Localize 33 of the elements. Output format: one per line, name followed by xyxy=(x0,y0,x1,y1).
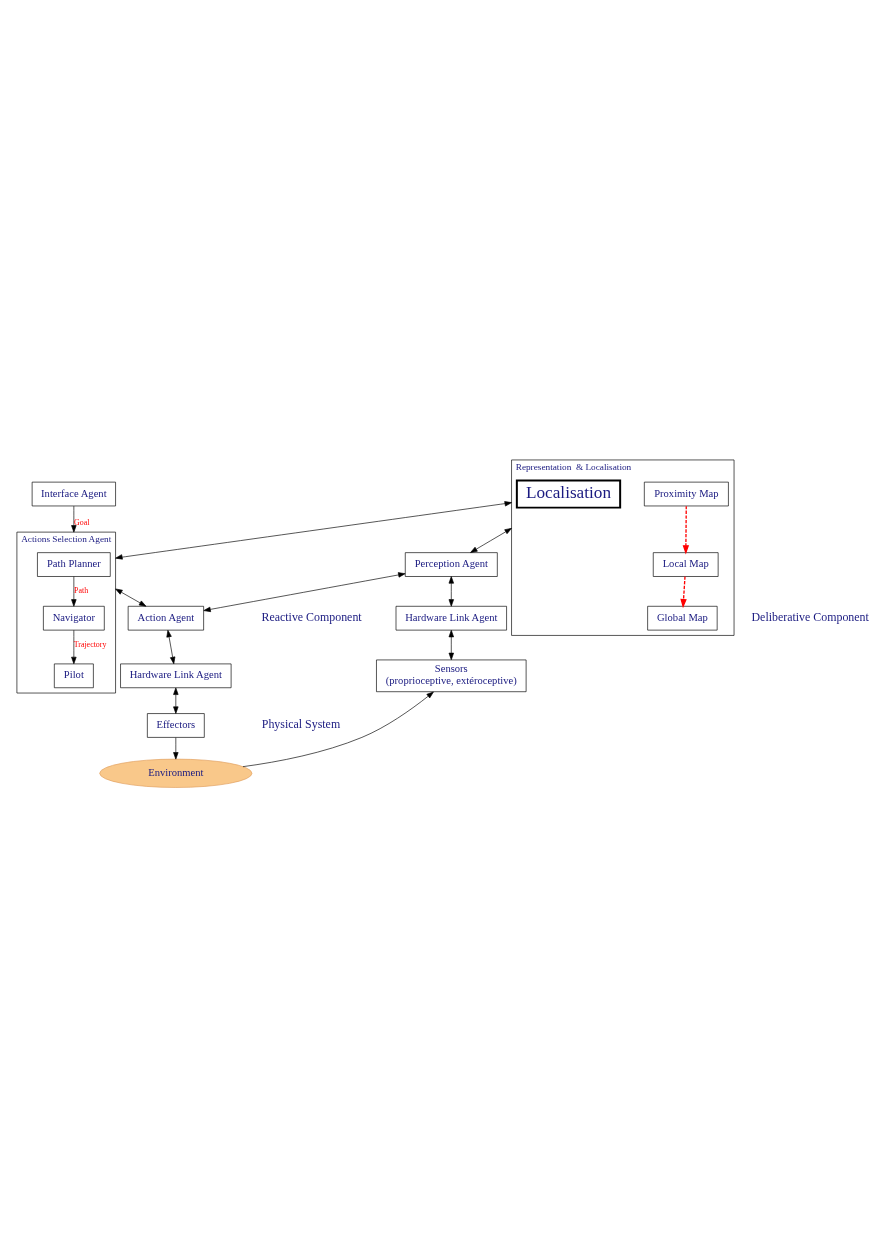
label: Deliberative Component xyxy=(751,609,869,624)
arrow xyxy=(166,629,176,664)
arrow xyxy=(71,575,77,607)
arrow xyxy=(71,505,77,532)
node-box: Hardware Link Agent xyxy=(120,663,232,688)
node-box: Action Agent xyxy=(127,605,204,630)
node-box: Effectors xyxy=(147,712,205,738)
arrow xyxy=(115,588,147,607)
label: Physical System xyxy=(261,716,341,731)
node-box: Navigator xyxy=(43,605,105,630)
arrow xyxy=(173,687,179,714)
arrow xyxy=(448,575,454,607)
arrow xyxy=(448,629,454,660)
node-box: Perception Agent xyxy=(404,551,498,577)
node-box: Proximity Map xyxy=(644,481,729,506)
node-box: Interface Agent xyxy=(31,481,116,506)
arrow xyxy=(173,736,179,759)
label: Reactive Component xyxy=(261,609,362,624)
node-box: Pilot xyxy=(54,663,94,688)
node-box: Path Planner xyxy=(37,551,111,577)
arrow xyxy=(682,504,690,554)
node-box: Hardware Link Agent xyxy=(395,605,507,630)
arrow xyxy=(470,527,512,553)
node-box: Sensors (proprioceptive, extéroceptive) xyxy=(376,659,527,692)
arrow xyxy=(115,500,512,560)
arrow xyxy=(203,571,406,612)
arrow xyxy=(242,691,434,767)
node-ellipse: Environment xyxy=(99,758,253,788)
node-box: Global Map xyxy=(647,605,718,630)
arrow xyxy=(71,629,77,664)
node-box: Local Map xyxy=(652,551,719,577)
node-box: Localisation xyxy=(515,478,622,509)
arrow xyxy=(680,575,687,608)
